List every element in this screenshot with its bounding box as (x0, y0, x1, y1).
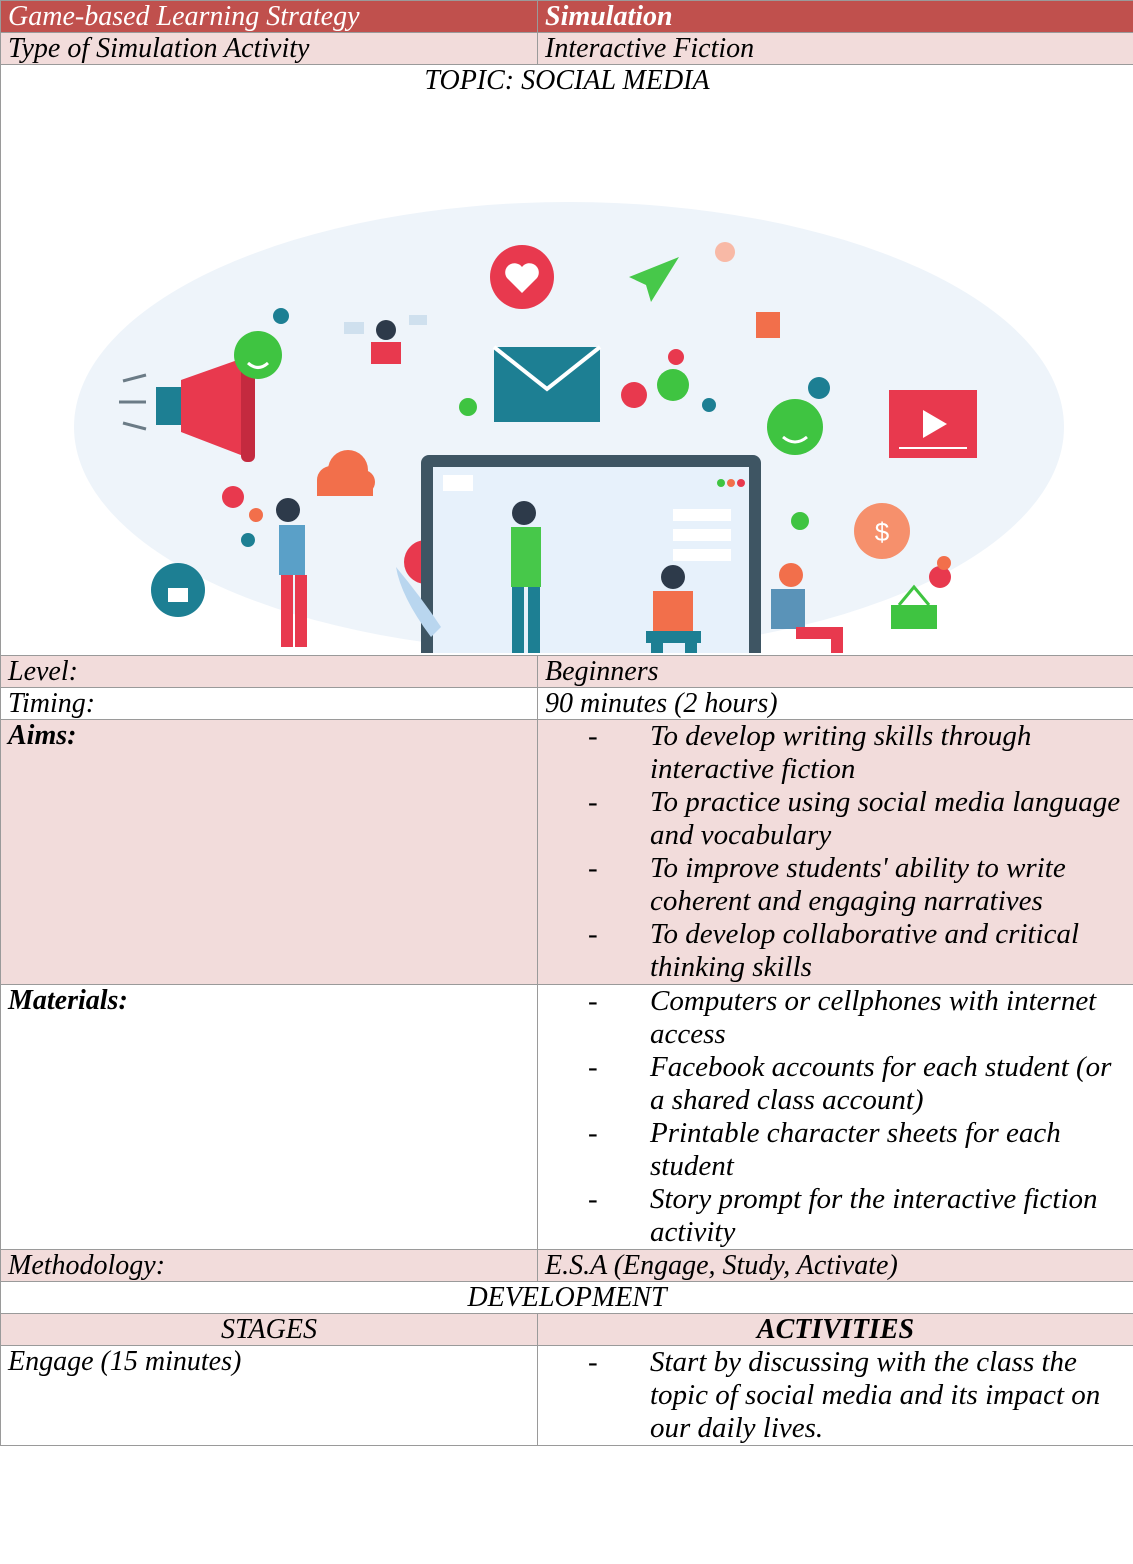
heart-icon (222, 486, 244, 508)
methodology-label: Methodology: (0, 1249, 538, 1282)
heart-icon (937, 556, 951, 570)
strategy-row: Game-based Learning Strategy Simulation (0, 0, 1133, 33)
aim-item: To improve students' ability to write co… (538, 852, 1133, 918)
illustration-background (74, 202, 1064, 652)
paper-plane-icon (629, 257, 679, 302)
svg-text:$: $ (875, 517, 890, 547)
simulation-type-label: Type of Simulation Activity (0, 32, 538, 65)
like-icon (151, 563, 205, 617)
cloud-icon (317, 450, 375, 496)
person-icon (646, 565, 701, 653)
aims-row: Aims: To develop writing skills through … (0, 719, 1133, 985)
smile-icon (791, 512, 809, 530)
heart-icon (490, 245, 554, 309)
laptop-icon (421, 455, 761, 653)
topic-title: TOPIC: SOCIAL MEDIA (424, 65, 710, 96)
activity-item: Start by discussing with the class the t… (538, 1346, 1133, 1445)
material-item: Story prompt for the interactive fiction… (538, 1183, 1133, 1249)
like-icon (273, 308, 289, 324)
materials-label: Materials: (0, 984, 538, 1250)
envelope-icon (492, 345, 602, 422)
engage-label: Engage (15 minutes) (0, 1345, 538, 1446)
plant-icon (396, 567, 441, 637)
material-item: Facebook accounts for each student (or a… (538, 1051, 1133, 1117)
engage-row: Engage (15 minutes) Start by discussing … (0, 1345, 1133, 1446)
person-icon (771, 563, 843, 653)
engage-activities-list: Start by discussing with the class the t… (538, 1346, 1133, 1445)
materials-row: Materials: Computers or cellphones with … (0, 984, 1133, 1250)
material-item: Computers or cellphones with internet ac… (538, 985, 1133, 1051)
lesson-plan-table: Game-based Learning Strategy Simulation … (0, 0, 1133, 1446)
play-video-icon (889, 390, 977, 458)
smile-icon (767, 399, 823, 455)
like-icon (808, 377, 830, 399)
social-media-illustration: $ (74, 202, 1064, 653)
aims-label: Aims: (0, 719, 538, 985)
simulation-type-row: Type of Simulation Activity Interactive … (0, 32, 1133, 65)
heart-icon (668, 349, 684, 365)
aim-item: To practice using social media language … (538, 786, 1133, 852)
lesson-plan-document: Game-based Learning Strategy Simulation … (0, 0, 1133, 1446)
heart-icon (715, 242, 735, 262)
person-icon (276, 498, 307, 647)
aim-item: To develop collaborative and critical th… (538, 918, 1133, 984)
development-title: DEVELOPMENT (0, 1281, 1133, 1314)
aims-list: To develop writing skills through intera… (538, 720, 1133, 984)
shopping-basket-icon (891, 584, 937, 629)
document-icon (756, 312, 780, 338)
like-icon (241, 533, 255, 547)
level-row: Level: Beginners (0, 655, 1133, 688)
stages-header-row: STAGES ACTIVITIES (0, 1313, 1133, 1346)
strategy-value: Simulation (537, 0, 1133, 33)
heart-icon (249, 508, 263, 522)
heart-icon (929, 566, 951, 588)
aim-item: To develop writing skills through intera… (538, 720, 1133, 786)
level-label: Level: (0, 655, 538, 688)
person-icon (511, 501, 541, 653)
person-icon (344, 315, 427, 364)
timing-value: 90 minutes (2 hours) (537, 687, 1133, 720)
methodology-value: E.S.A (Engage, Study, Activate) (537, 1249, 1133, 1282)
smile-icon (459, 398, 477, 416)
like-icon (702, 398, 716, 412)
megaphone-icon (119, 352, 255, 462)
material-item: Printable character sheets for each stud… (538, 1117, 1133, 1183)
methodology-row: Methodology: E.S.A (Engage, Study, Activ… (0, 1249, 1133, 1282)
dollar-coin-icon: $ (854, 503, 910, 559)
topic-cell: TOPIC: SOCIAL MEDIA (0, 64, 1133, 656)
timing-row: Timing: 90 minutes (2 hours) (0, 687, 1133, 720)
smile-icon (657, 369, 689, 401)
strategy-label: Game-based Learning Strategy (0, 0, 538, 33)
development-row: DEVELOPMENT (0, 1281, 1133, 1314)
smile-icon (234, 331, 282, 379)
topic-row: TOPIC: SOCIAL MEDIA (0, 64, 1133, 656)
materials-list: Computers or cellphones with internet ac… (538, 985, 1133, 1249)
stages-header: STAGES (0, 1313, 538, 1346)
simulation-type-value: Interactive Fiction (537, 32, 1133, 65)
heart-icon (621, 382, 647, 408)
timing-label: Timing: (0, 687, 538, 720)
activities-header: ACTIVITIES (537, 1313, 1133, 1346)
level-value: Beginners (537, 655, 1133, 688)
